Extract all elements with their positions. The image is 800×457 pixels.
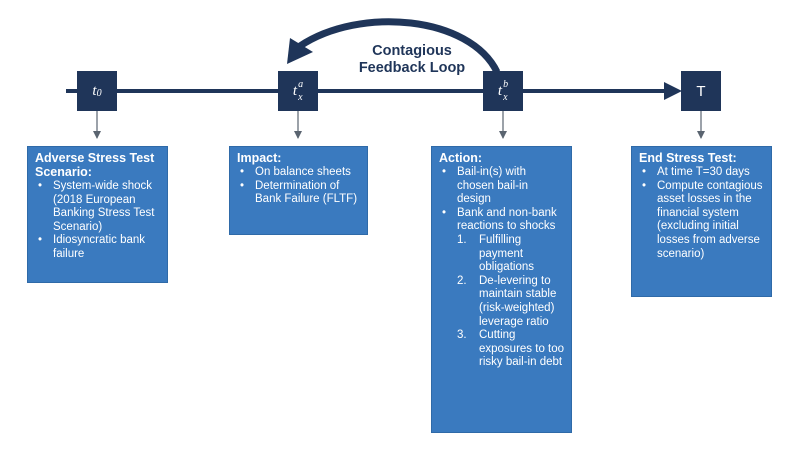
- node-txa-main: t: [292, 82, 298, 99]
- list-item: On balance sheets: [240, 166, 361, 180]
- box-adverse-scenario: Adverse Stress Test Scenario: System-wid…: [27, 146, 168, 283]
- list-item-text: Bank and non-bank reactions to shocks: [457, 206, 557, 233]
- timeline-arrowhead: [664, 82, 682, 100]
- node-txa: t a x: [278, 71, 318, 111]
- feedback-loop-arrowhead: [287, 38, 313, 64]
- box-adverse-title: Adverse Stress Test Scenario:: [35, 151, 155, 179]
- step-item: 2. De-levering to maintain stable (risk-w…: [457, 274, 565, 329]
- step-item: 3. Cutting exposures to too risky bail-in…: [457, 329, 565, 370]
- box-action-title: Action:: [439, 151, 483, 165]
- node-txb-sup: b: [503, 79, 509, 90]
- box-impact-title: Impact:: [237, 151, 282, 165]
- list-item: Bank and non-bank reactions to shocks: [442, 206, 565, 234]
- list-item: Idiosyncratic bank failure: [38, 234, 161, 261]
- step-number: 2.: [457, 274, 467, 287]
- list-item: System-wide shock (2018 European Banking…: [38, 180, 161, 234]
- node-T: T: [681, 71, 721, 111]
- box-end-title: End Stress Test:: [639, 151, 737, 165]
- feedback-loop-label: Contagious Feedback Loop: [356, 43, 468, 77]
- node-txb: t b x: [483, 71, 523, 111]
- step-text: De-levering to maintain stable (risk-wei…: [479, 274, 557, 328]
- step-number: 3.: [457, 329, 467, 342]
- box-end-stress-test: End Stress Test: At time T=30 days Compu…: [631, 146, 772, 297]
- node-t0-main: t: [92, 82, 97, 99]
- feedback-loop-label-line2: Feedback Loop: [358, 60, 466, 76]
- list-item: At time T=30 days: [642, 166, 765, 180]
- box-action-list: Bail-in(s) with chosen bail-in design Ba…: [439, 166, 565, 234]
- list-item: Compute contagious asset losses in the f…: [642, 180, 765, 262]
- list-item: Bail-in(s) with chosen bail-in design: [442, 166, 565, 207]
- node-t0-sub: 0: [96, 87, 102, 99]
- box-end-list: At time T=30 days Compute contagious ass…: [639, 166, 765, 261]
- box-impact-list: On balance sheets Determination of Bank …: [237, 166, 361, 207]
- feedback-loop-label-line1: Contagious: [372, 43, 452, 59]
- node-txa-sup: a: [298, 79, 304, 90]
- box-adverse-list: System-wide shock (2018 European Banking…: [35, 180, 161, 262]
- node-T-main: T: [696, 82, 706, 100]
- node-txb-main: t: [497, 82, 503, 99]
- box-action-steps: 1. Fulfilling payment obligations 2. De-le…: [439, 234, 565, 370]
- step-number: 1.: [457, 233, 467, 246]
- step-text: Cutting exposures to too risky bail-in d…: [479, 329, 565, 369]
- step-text: Fulfilling payment obligations: [479, 233, 534, 274]
- feedback-loop-arrow: [298, 18, 501, 74]
- node-txa-sub: x: [298, 92, 303, 103]
- box-action: Action: Bail-in(s) with chosen bail-in d…: [431, 146, 572, 433]
- box-impact: Impact: On balance sheets Determination …: [229, 146, 368, 235]
- step-item: 1. Fulfilling payment obligations: [457, 233, 565, 275]
- list-item: Determination of Bank Failure (FLTF): [240, 180, 361, 207]
- node-txb-sub: x: [503, 92, 508, 103]
